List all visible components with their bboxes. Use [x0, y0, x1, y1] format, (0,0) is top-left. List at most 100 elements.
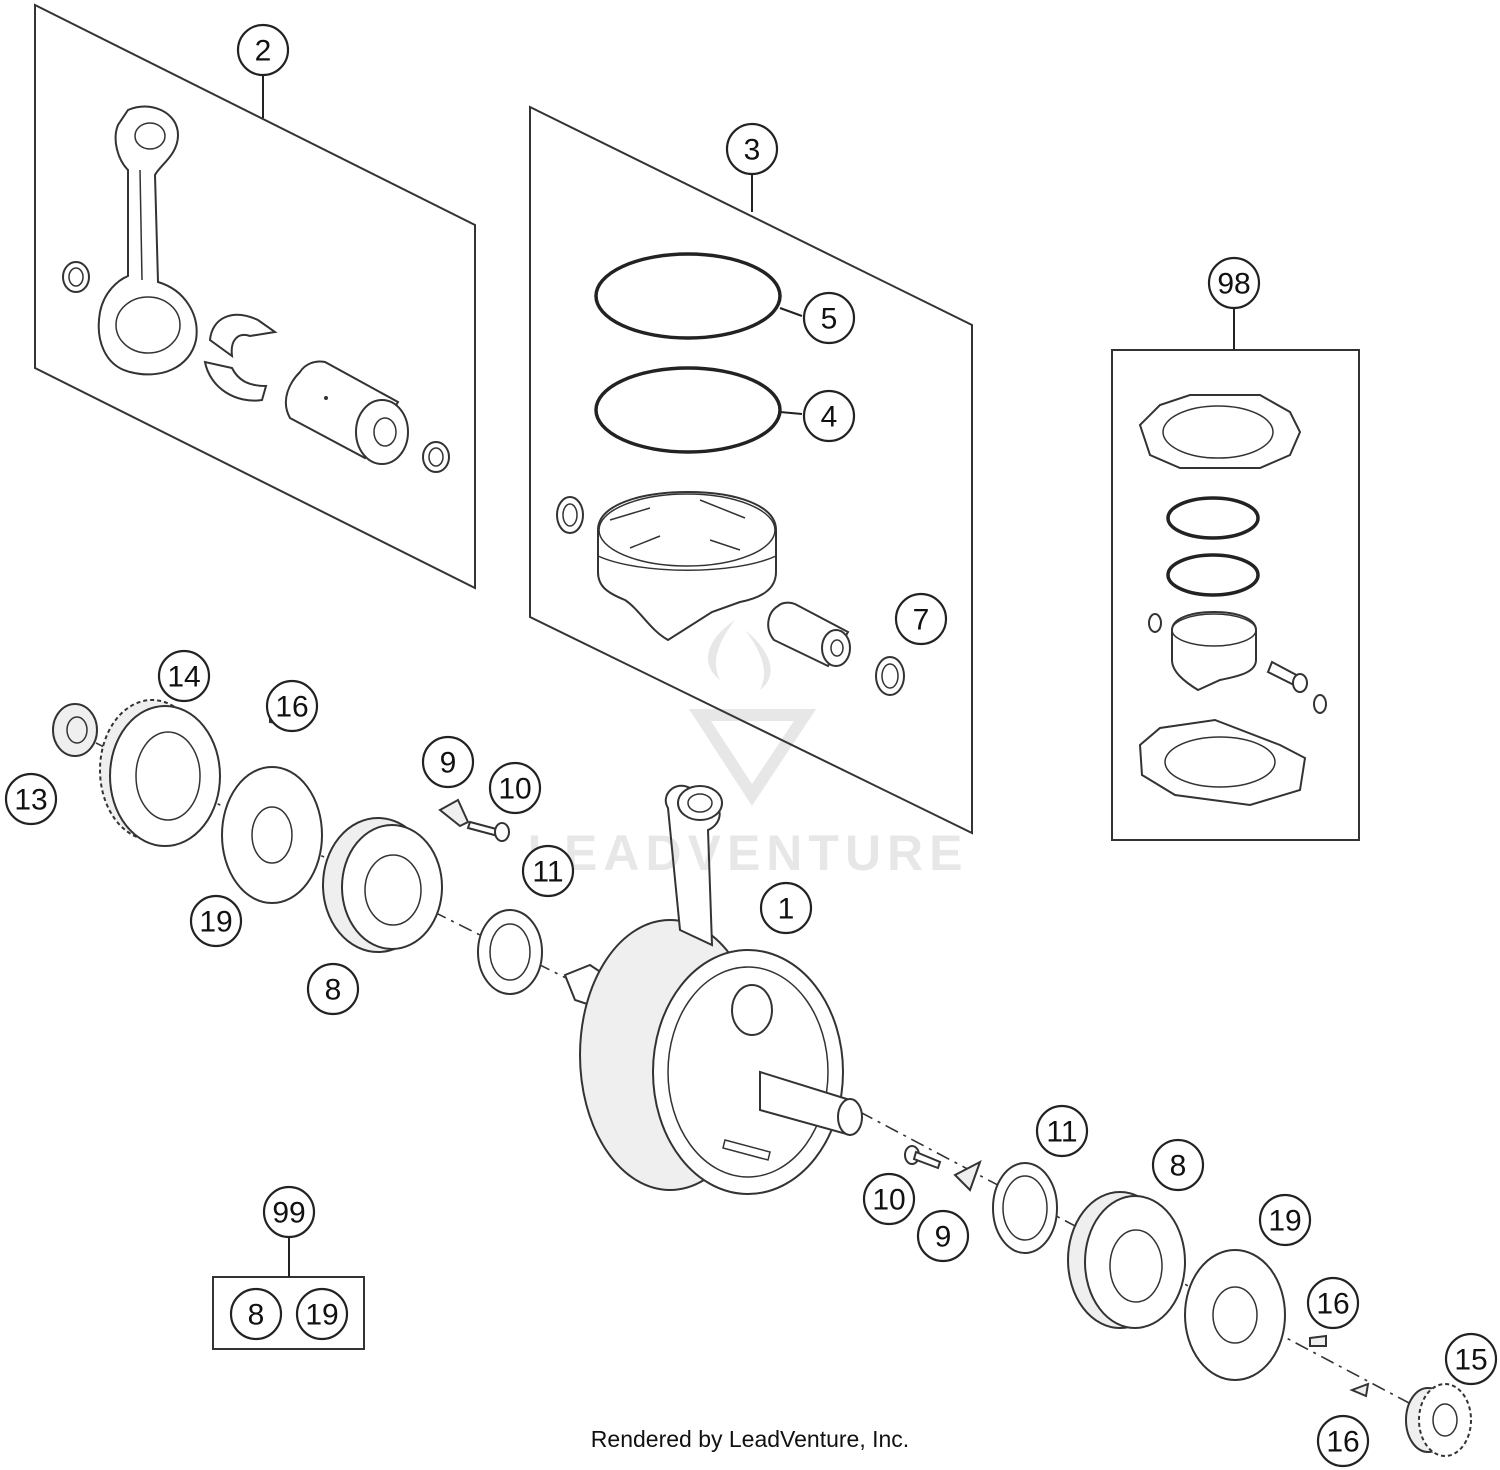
callout-10: 10: [862, 1172, 916, 1226]
callout-label: 9: [440, 747, 457, 780]
callout-label: 14: [167, 661, 200, 694]
callout-circle: [1151, 1138, 1205, 1192]
callout-circle: [521, 844, 575, 898]
callout-label: 7: [913, 604, 930, 637]
thrust-washer-part: [992, 1162, 1058, 1254]
callout-3: 3: [725, 122, 779, 176]
thrust-washer-part: [477, 909, 543, 995]
callout-circle: [725, 122, 779, 176]
callout-circle: [759, 881, 813, 935]
callout-19: 19: [295, 1287, 349, 1341]
panel-connecting-rod-kit: [34, 3, 476, 590]
callout-label: 10: [498, 773, 531, 806]
callout-circle: [295, 1287, 349, 1341]
panel-bearing-set: [212, 1234, 365, 1350]
callout-circle: [157, 649, 211, 703]
circlip-part: [1313, 694, 1327, 714]
nut-part: [52, 703, 98, 757]
shim-washer-part: [221, 766, 323, 904]
callout-5: 5: [802, 291, 856, 345]
callout-16: 16: [1306, 1276, 1360, 1330]
callout-circle: [1316, 1414, 1370, 1468]
circlip-part: [556, 496, 584, 534]
callout-circle: [4, 772, 58, 826]
callout-9: 9: [916, 1209, 970, 1263]
callout-label: 16: [1316, 1288, 1349, 1321]
callout-label: 11: [532, 856, 563, 889]
main-bearing-part: [322, 817, 443, 953]
circlip-part: [875, 656, 905, 696]
callout-circle: [1035, 1104, 1089, 1158]
callout-label: 98: [1217, 268, 1250, 301]
callout-14: 14: [157, 649, 211, 703]
piston-ring-part: [1166, 553, 1260, 597]
woodruff-key-part: [1309, 1334, 1327, 1347]
callout-circle: [1306, 1276, 1360, 1330]
timing-gear-part: [99, 699, 221, 847]
callout-8: 8: [229, 1287, 283, 1341]
callout-circle: [265, 679, 319, 733]
callout-label: 5: [821, 303, 838, 336]
callout-98: 98: [1207, 256, 1261, 310]
callout-label: 13: [14, 784, 47, 817]
bearing-retainer-part: [953, 1159, 982, 1192]
callout-99: 99: [262, 1185, 316, 1239]
callout-label: 16: [1326, 1426, 1359, 1459]
callout-label: 3: [744, 134, 761, 167]
callout-label: 16: [275, 691, 308, 724]
callout-16: 16: [1316, 1414, 1370, 1468]
bearing-retainer-part: [438, 798, 470, 828]
callout-19: 19: [189, 894, 243, 948]
piston-pin-part: [767, 601, 851, 668]
piston-part: [597, 490, 777, 642]
callout-19: 19: [1258, 1193, 1312, 1247]
shim-washer-part: [1184, 1249, 1286, 1381]
callout-label: 19: [199, 906, 232, 939]
callout-13: 13: [4, 772, 58, 826]
callout-circle: [1444, 1332, 1498, 1386]
callout-label: 9: [935, 1221, 952, 1254]
retainer-screw-part: [904, 1145, 942, 1170]
watermark-text: LEADVENTURE: [527, 825, 968, 881]
callout-11: 11: [1035, 1104, 1089, 1158]
piston-ring-part: [1166, 496, 1260, 540]
leadventure-watermark-logo: LEADVENTURE: [527, 620, 968, 881]
callout-9: 9: [421, 735, 475, 789]
callout-11: 11: [521, 844, 575, 898]
callout-circle: [1207, 256, 1261, 310]
callout-circle: [488, 761, 542, 815]
callout-circle: [306, 962, 360, 1016]
panel-cylinder-kit: [1111, 306, 1360, 841]
credit-text: Rendered by LeadVenture, Inc.: [590, 1426, 910, 1452]
callout-circle: [894, 592, 948, 646]
callout-circle: [189, 894, 243, 948]
small-bushing-part: [422, 441, 450, 473]
callout-10: 10: [488, 761, 542, 815]
callout-1: 1: [759, 881, 813, 935]
callout-label: 2: [255, 35, 272, 68]
connecting-rod-part: [97, 105, 198, 376]
bearing-shell-part: [203, 313, 278, 402]
piston-pin-part: [1266, 660, 1308, 693]
callout-circle: [421, 735, 475, 789]
callout-circle: [229, 1287, 283, 1341]
crank-pin-part: [284, 360, 409, 465]
callout-15: 15: [1444, 1332, 1498, 1386]
callout-circle: [262, 1185, 316, 1239]
callout-label: 10: [872, 1184, 905, 1217]
piston-ring-part: [594, 252, 803, 340]
callout-label: 4: [821, 401, 838, 434]
woodruff-key-part: [1349, 1382, 1370, 1398]
piston-ring-part: [594, 366, 803, 454]
callout-2: 2: [236, 23, 290, 77]
main-bearing-part: [1067, 1191, 1186, 1329]
callout-circle: [1258, 1193, 1312, 1247]
callout-7: 7: [894, 592, 948, 646]
callout-circle: [236, 23, 290, 77]
callout-8: 8: [306, 962, 360, 1016]
callout-16: 16: [265, 679, 319, 733]
callout-label: 8: [1170, 1150, 1187, 1183]
panel-piston-kit: [529, 105, 973, 835]
